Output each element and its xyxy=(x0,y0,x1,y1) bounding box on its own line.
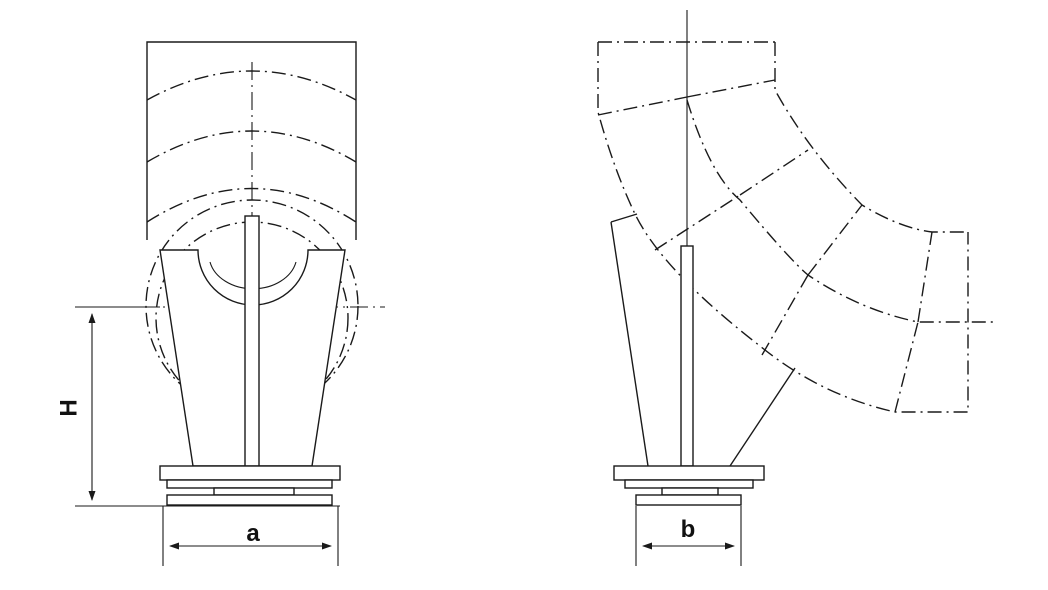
side-seg-4 xyxy=(739,149,809,196)
side-base-plate-3 xyxy=(661,487,719,496)
front-base-plate-2 xyxy=(166,479,333,489)
dim-b-label: b xyxy=(681,516,696,543)
side-seg-2 xyxy=(686,79,776,98)
side-saddle-body xyxy=(610,213,649,467)
front-base-plate-4 xyxy=(166,494,333,506)
front-base-plate-3 xyxy=(213,487,295,496)
side-elbow-outer xyxy=(597,42,969,413)
dim-a-label: a xyxy=(246,520,260,547)
side-seg-1 xyxy=(597,96,688,116)
side-seg-6 xyxy=(807,204,863,276)
side-seg-5 xyxy=(761,274,809,356)
side-view: b xyxy=(597,10,996,566)
side-elbow-inner xyxy=(774,42,968,233)
dim-h-label: H xyxy=(55,399,82,416)
side-saddle-slope xyxy=(729,367,796,467)
front-elbow-outline xyxy=(146,41,357,240)
side-base-plate-2 xyxy=(624,479,754,489)
side-seg-8 xyxy=(917,231,933,323)
side-base-plate xyxy=(613,465,765,481)
side-elbow-mid-arc xyxy=(686,99,996,323)
front-view: H a xyxy=(55,41,385,566)
side-base-plate-4 xyxy=(635,494,742,506)
side-seg-7 xyxy=(894,321,919,413)
side-center-rib xyxy=(680,245,694,467)
front-base-plate xyxy=(159,465,341,481)
side-seg-3 xyxy=(654,194,741,251)
front-center-rib xyxy=(244,215,260,467)
